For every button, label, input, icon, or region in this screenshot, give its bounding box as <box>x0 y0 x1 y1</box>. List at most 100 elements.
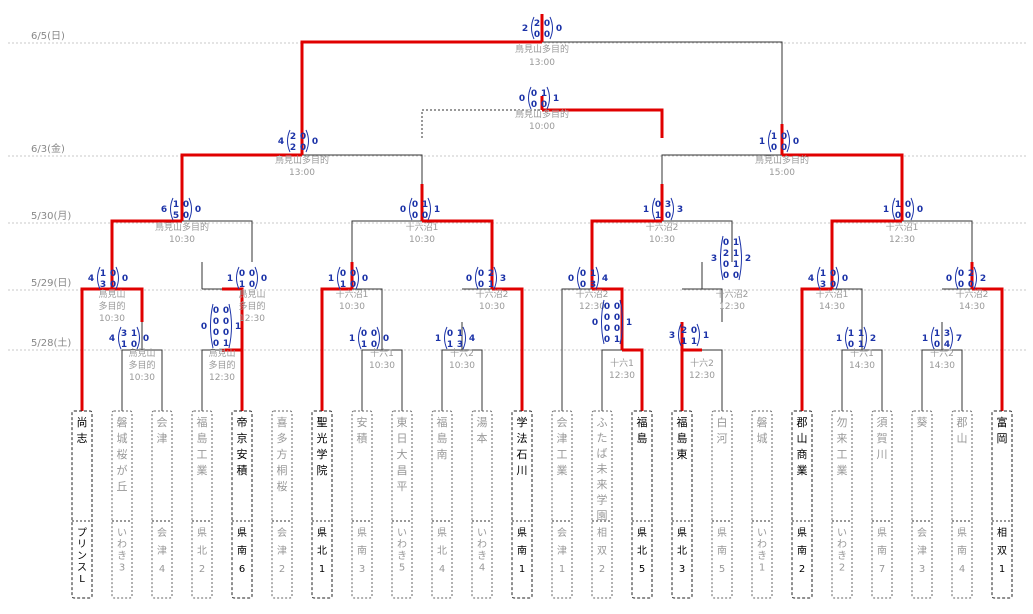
half-score: 0 <box>968 280 974 290</box>
half-score: 0 <box>905 200 911 210</box>
bracket-lines <box>80 14 1004 411</box>
match-venue: 10:30 <box>169 235 195 245</box>
team-box <box>471 410 493 599</box>
team-name-char: 京 <box>237 431 248 445</box>
team-name-char: 聖 <box>317 416 328 429</box>
team-name-char: 業 <box>557 464 568 477</box>
match-venue: 14:30 <box>819 302 845 312</box>
bracket-line <box>902 220 973 262</box>
half-score: 0 <box>830 269 836 279</box>
date-label: 5/29(日) <box>31 278 71 289</box>
team-box <box>231 410 253 599</box>
half-score: 0 <box>371 340 377 350</box>
half-score: 1 <box>541 89 547 99</box>
score-paren-right <box>188 197 192 221</box>
team-name-char: 福 <box>637 415 648 429</box>
team-name-char: 法 <box>517 431 528 445</box>
half-score: 1 <box>422 200 428 210</box>
half-score: 0 <box>614 313 620 323</box>
match-venue: 14:30 <box>929 361 955 371</box>
half-score: 1 <box>488 280 494 290</box>
bracket-line <box>142 349 163 411</box>
half-score: 0 <box>934 340 940 350</box>
match-venue: 10:30 <box>99 314 125 324</box>
team-region-char: 県 <box>717 527 727 539</box>
team-region-char: 1 <box>759 563 765 574</box>
team-name-char: 勿 <box>837 416 848 429</box>
team-box <box>151 410 173 599</box>
half-score: 0 <box>771 143 777 153</box>
team-region-char: 北 <box>677 545 687 557</box>
match-venue: 12:30 <box>209 373 235 383</box>
half-score: 1 <box>590 269 596 279</box>
half-score: 0 <box>249 269 255 279</box>
half-score: 1 <box>895 200 901 210</box>
half-score: 2 <box>723 249 729 259</box>
total-score-right: 2 <box>870 334 876 344</box>
half-score: 3 <box>121 329 127 339</box>
half-score: 1 <box>239 280 245 290</box>
half-score: 0 <box>905 211 911 221</box>
half-score: 0 <box>781 132 787 142</box>
team-name-char: 会 <box>557 416 568 429</box>
half-score: 0 <box>614 324 620 334</box>
match-venue: 十六1 <box>370 347 394 359</box>
match-venue: 十六沼2 <box>576 288 609 300</box>
team-box <box>71 410 93 599</box>
team-region-char: 5 <box>399 563 405 574</box>
half-score: 0 <box>300 143 306 153</box>
team-name-char: 津 <box>157 432 168 445</box>
team-region-char: 県 <box>637 527 647 539</box>
half-score: 0 <box>531 100 537 110</box>
score-paren-left <box>678 323 682 347</box>
team-name-char: 院 <box>317 463 328 477</box>
half-score: 1 <box>100 269 106 279</box>
team-region-char: 県 <box>677 527 687 539</box>
team-region-char: 県 <box>237 527 247 539</box>
team-name-char: 工 <box>197 448 208 461</box>
score-paren-right <box>462 326 466 350</box>
score-paren-left <box>236 266 240 290</box>
half-score: 1 <box>340 280 346 290</box>
bracket-line <box>361 349 382 411</box>
bracket-line <box>382 349 403 411</box>
total-score-left: 0 <box>568 274 574 284</box>
score-paren-right <box>863 326 867 350</box>
team-region-char: 6 <box>239 564 245 575</box>
team-name-char: 川 <box>517 464 528 477</box>
half-score: 1 <box>614 335 620 345</box>
team-region-char: い <box>477 528 487 539</box>
score-paren-right <box>595 266 599 290</box>
team-name-char: 工 <box>557 448 568 461</box>
team-region-char: 双 <box>597 545 607 557</box>
match-venue: 10:30 <box>479 302 505 312</box>
team-region-char: 3 <box>359 564 365 575</box>
total-score-left: 4 <box>109 334 115 344</box>
total-score-right: 4 <box>469 334 475 344</box>
team-box <box>951 410 973 599</box>
half-score: 0 <box>412 200 418 210</box>
team-region-char: き <box>477 550 487 562</box>
total-score-right: 2 <box>745 254 751 264</box>
half-score: 2 <box>534 19 540 29</box>
half-score: 0 <box>544 19 550 29</box>
team-region-char: 北 <box>637 545 647 557</box>
half-score: 0 <box>110 269 116 279</box>
team-region-char: い <box>837 528 847 539</box>
bracket-line <box>180 153 302 184</box>
score-paren-left <box>768 129 772 153</box>
team-name-char: 業 <box>797 464 808 477</box>
match-venue: 鳥見山 <box>128 347 155 359</box>
team-region-char: 2 <box>199 564 205 575</box>
score-paren-right <box>910 197 914 221</box>
team-name-char: が <box>117 463 128 477</box>
date-label: 6/3(金) <box>31 142 65 155</box>
team-name-char: 安 <box>237 447 248 461</box>
